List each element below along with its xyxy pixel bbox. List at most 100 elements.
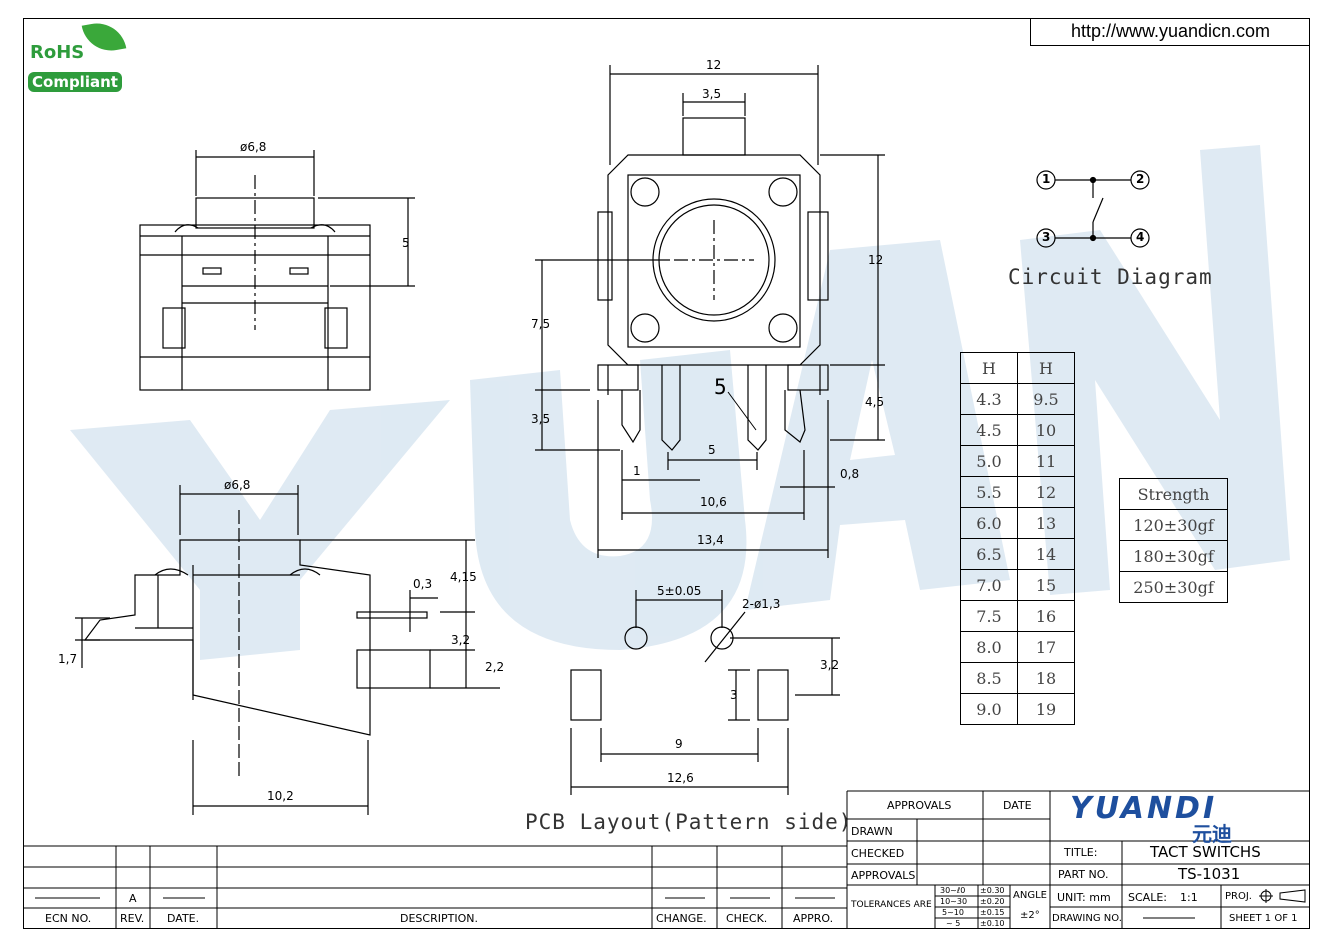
url-text[interactable]: http://www.yuandicn.com [1030,18,1310,46]
table-cell: 6.5 [960,538,1018,570]
rev-header-date: DATE. [167,912,200,925]
height-header-2: H [1017,352,1075,384]
title-block-lines [23,790,1310,929]
circuit-diagram [1036,170,1150,248]
dim-pcb-3: 3 [730,688,738,702]
tb-tol-range-1: 30~ℓ0 [940,886,966,895]
dim-front-12-right: 12 [868,253,884,267]
dim-front-5: 5 [708,443,716,457]
rohs-subtitle: Compliant [28,72,122,92]
table-cell: 13 [1017,507,1075,539]
table-cell: 11 [1017,445,1075,477]
tb-part-value: TS-1031 [1178,865,1241,883]
dim-front-45: 4,5 [865,395,885,409]
tb-unit: UNIT: mm [1057,891,1111,904]
tb-tol-range-4: ~ 5 [946,919,961,928]
pcb-title: PCB Layout(Pattern side) [525,810,853,834]
strength-table: Strength 120±30gf 180±30gf 250±30gf [1119,478,1228,603]
pcb-layout [570,590,840,795]
table-cell: 5.5 [960,476,1018,508]
tb-approvals-2: APPROVALS [851,869,916,882]
dim-pcb-hole: 2-ø1,3 [742,597,781,611]
dim-side-d68: ø6,8 [224,478,251,492]
dim-front-35: 3,5 [531,412,551,426]
dim-top-5: 5 [402,236,410,250]
table-cell: 180±30gf [1119,540,1228,572]
rev-header-change: CHANGE. [656,912,707,925]
table-cell: 10 [1017,414,1075,446]
dim-pcb-32: 3,2 [820,658,840,672]
tb-checked: CHECKED [851,847,905,860]
circuit-pin-3: 3 [1042,230,1051,244]
dim-front-12-top: 12 [706,58,722,72]
dim-side-17: 1,7 [58,652,78,666]
dim-side-415: 4,15 [450,570,477,584]
dim-pcb-505: 5±0.05 [657,584,702,598]
tb-angle-value: ±2° [1020,910,1040,921]
tb-approvals: APPROVALS [887,799,952,812]
dim-side-22: 2,2 [485,660,505,674]
tb-tol-value-4: ±0.10 [980,919,1005,928]
table-cell: 8.5 [960,662,1018,694]
table-cell: 6.0 [960,507,1018,539]
rev-header-check: CHECK. [726,912,768,925]
dim-top-d68: ø6,8 [240,140,267,154]
dim-side-32: 3,2 [451,633,471,647]
tb-scale-value: 1:1 [1180,891,1198,904]
rev-header-rev: REV. [120,912,145,925]
table-cell: 8.0 [960,631,1018,663]
strength-header: Strength [1119,478,1228,510]
table-cell: 14 [1017,538,1075,570]
tb-tol-value-2: ±0.20 [980,897,1005,906]
dim-front-5-pin: 5 [714,375,728,399]
tb-title-value: TACT SWITCHS [1150,843,1261,861]
tb-drawing-no: DRAWING NO. [1052,913,1122,924]
dim-side-102: 10,2 [267,789,294,803]
tb-tol-range-3: 5~10 [942,908,964,917]
tb-tolerances: TOLERANCES ARE [851,900,932,910]
dim-front-106: 10,6 [700,495,727,509]
table-cell: 9.0 [960,693,1018,725]
table-cell: 4.3 [960,383,1018,415]
circuit-title: Circuit Diagram [1008,265,1213,289]
table-cell: 16 [1017,600,1075,632]
table-cell: 120±30gf [1119,509,1228,541]
rohs-title: RoHS [30,42,85,63]
drawing-frame [23,18,1310,929]
tb-title-label: TITLE: [1064,846,1098,859]
height-header-1: H [960,352,1018,384]
dim-front-08: 0,8 [840,467,860,481]
tb-tol-value-1: ±0.30 [980,886,1005,895]
tb-tol-value-3: ±0.15 [980,908,1005,917]
dim-side-03: 0,3 [413,577,433,591]
rev-header-ecn: ECN NO. [45,912,92,925]
circuit-pin-1: 1 [1042,172,1051,186]
dim-front-134: 13,4 [697,533,724,547]
dim-front-35-top: 3,5 [702,87,722,101]
table-cell: 15 [1017,569,1075,601]
dim-pcb-126: 12,6 [667,771,694,785]
table-cell: 250±30gf [1119,571,1228,603]
tb-tol-range-2: 10~30 [940,897,968,906]
tb-scale: SCALE: [1128,891,1167,904]
yuandi-logo: YUANDI [1070,791,1218,826]
front-view [535,65,885,558]
dim-pcb-9: 9 [675,737,683,751]
circuit-pin-4: 4 [1136,230,1145,244]
dim-front-75: 7,5 [531,317,551,331]
table-cell: 19 [1017,693,1075,725]
top-view [139,150,415,391]
rev-header-description: DESCRIPTION. [400,912,478,925]
tb-sheet: SHEET 1 OF 1 [1229,913,1298,924]
table-cell: 7.5 [960,600,1018,632]
circuit-pin-2: 2 [1136,172,1145,186]
rohs-logo: RoHS Compliant [26,18,127,98]
rev-value: A [129,892,137,905]
tb-angle: ANGLE [1013,890,1047,901]
table-cell: 17 [1017,631,1075,663]
table-cell: 12 [1017,476,1075,508]
tb-proj: PROJ. [1225,891,1252,902]
